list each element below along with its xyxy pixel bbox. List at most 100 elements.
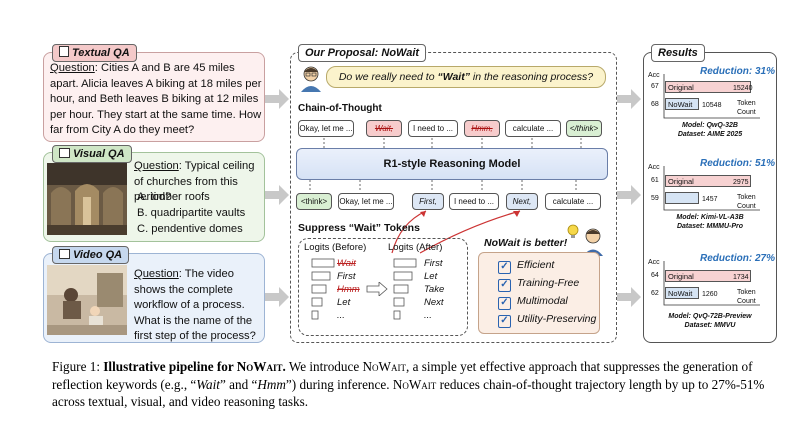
logits-before-title: Logits (Before): [304, 242, 367, 253]
caption-title-post: .: [282, 359, 286, 374]
textual-qa-tag-label: Textual QA: [72, 47, 130, 59]
result-3-acc-label: Acc: [648, 259, 660, 266]
result-2-orig-acc: 61: [651, 177, 659, 184]
result-1-now-tok: 10548: [702, 102, 722, 109]
result-3-original-bar: Original: [665, 270, 751, 282]
feature-4: ✓Utility-Preserving: [498, 310, 596, 328]
textual-question-label: Question: [50, 62, 95, 74]
caption-kw1: Wait: [196, 376, 220, 392]
better-title: NoWait is better!: [484, 237, 568, 249]
visual-question-text: : Typical ceiling of churches from this …: [134, 160, 255, 203]
top-token-5: calculate ...: [505, 120, 561, 137]
cot-title: Chain-of-Thought: [298, 103, 382, 114]
top-token-3: I need to ...: [408, 120, 458, 137]
textual-question-text: : Cities A and B are 45 miles apart. Ali…: [50, 62, 262, 136]
feature-1: ✓Efficient: [498, 256, 554, 274]
video-question: Question: The video shows the complete w…: [134, 267, 264, 345]
result-2-axes: [663, 166, 760, 211]
logit-before-1: Wait: [337, 258, 356, 269]
bottom-token-3: First,: [412, 193, 444, 210]
video-icon: [59, 249, 70, 259]
reasoning-model-box: R1-style Reasoning Model: [296, 148, 608, 180]
visual-question: Question: Typical ceiling of churches fr…: [134, 159, 264, 206]
result-1-orig-acc: 67: [651, 83, 659, 90]
caption-mid: ” and “: [219, 376, 258, 392]
suppress-title: Suppress “Wait” Tokens: [298, 222, 420, 234]
checkbox-icon: ✓: [498, 279, 511, 292]
output-arrows: [617, 89, 641, 307]
feature-2-label: Training-Free: [517, 277, 580, 289]
visual-question-label: Question: [134, 160, 179, 172]
caption-line1-sc: oWait: [372, 359, 406, 374]
feature-1-label: Efficient: [517, 259, 555, 271]
result-1-reduction: Reduction: 31%: [700, 66, 776, 77]
result-3-dataset: Dataset: MMVU: [684, 322, 736, 329]
result-1-count-label: Count: [737, 109, 756, 116]
token-connectors: [309, 138, 582, 192]
result-3-nowait-bar: NoWait: [665, 287, 699, 299]
result-1-axes: [663, 74, 760, 119]
speech-bubble: Do we really need to “Wait” in the reaso…: [326, 66, 606, 88]
result-3-orig-acc: 64: [651, 272, 659, 279]
checkbox-icon: ✓: [498, 297, 511, 310]
caption-kw2: Hmm: [257, 376, 286, 392]
result-3-now-tok: 1260: [702, 291, 718, 298]
bottom-token-4: I need to ...: [449, 193, 499, 210]
lightbulb-icon: [567, 224, 579, 238]
result-3-count-label: Count: [737, 298, 756, 305]
logit-after-3: Take: [424, 284, 445, 295]
result-1-orig-tok: 15240: [733, 85, 753, 92]
visual-option-b: B. quadripartite vaults: [137, 207, 246, 219]
church-interior-image: [47, 163, 127, 235]
logit-after-2: Let: [424, 271, 438, 282]
top-token-6: </think>: [566, 120, 602, 137]
video-question-label: Question: [134, 268, 179, 280]
visual-option-a: A. timber roofs: [137, 191, 210, 203]
caption-line1-pre: We introduce N: [285, 359, 373, 374]
caption-label: Figure 1:: [52, 359, 104, 374]
reasoning-model-label: R1-style Reasoning Model: [383, 158, 521, 170]
logits-before-bars: [311, 258, 335, 320]
result-2-dataset: Dataset: MMMU-Pro: [676, 223, 744, 230]
result-1-original-label: Original: [668, 83, 694, 92]
result-3-original-label: Original: [668, 272, 694, 281]
result-2-now-tok: 1457: [702, 196, 718, 203]
speech-post: in the reasoning process?: [469, 71, 594, 83]
result-1-acc-label: Acc: [648, 72, 660, 79]
result-2-original-label: Original: [668, 177, 694, 186]
visual-qa-tag: Visual QA: [52, 145, 132, 163]
result-1-token-label: Token: [737, 100, 756, 107]
top-token-4: Hmm,: [464, 120, 500, 137]
result-3-nowait-label: NoWait: [668, 289, 693, 298]
result-1-model: Model: QwQ-32B: [681, 122, 738, 129]
feature-3-label: Multimodal: [517, 295, 568, 307]
caption-title-sc: oWait: [246, 359, 283, 374]
result-3-token-label: Token: [737, 289, 756, 296]
logit-after-5: ...: [424, 310, 432, 321]
result-1-original-bar: Original: [665, 81, 751, 93]
video-frame-image: [47, 265, 127, 335]
bottom-token-2: Okay, let me ...: [338, 193, 394, 210]
caption-title: Illustrative pipeline for NoWait.: [103, 359, 285, 374]
document-icon: [59, 46, 69, 57]
bottom-token-6: calculate ...: [545, 193, 601, 210]
result-1-nowait-bar: NoWait: [665, 98, 699, 110]
caption-line2-post: ”) during inference. N: [285, 376, 403, 392]
caption-line2-end: reduces chain-of-thought trajectory leng…: [52, 376, 765, 410]
result-2-original-bar: Original: [665, 175, 751, 187]
result-2-acc-label: Acc: [648, 164, 660, 171]
figure-caption: Figure 1: Illustrative pipeline for NoWa…: [52, 358, 772, 411]
logit-after-4: Next: [424, 297, 444, 308]
logits-after-title: Logits (After): [388, 242, 443, 253]
results-tag: Results: [651, 44, 705, 62]
suppression-arrows: [391, 210, 521, 254]
logit-before-2: First: [337, 271, 356, 282]
checkbox-icon: ✓: [498, 315, 511, 328]
caption-line2-sc: oWait: [402, 376, 437, 392]
textual-qa-tag: Textual QA: [52, 44, 137, 62]
result-3-now-acc: 62: [651, 290, 659, 297]
logit-before-4: Let: [337, 297, 351, 308]
result-2-orig-tok: 2975: [733, 179, 749, 186]
result-2-reduction: Reduction: 51%: [700, 158, 776, 169]
top-token-2: Wait,: [366, 120, 402, 137]
